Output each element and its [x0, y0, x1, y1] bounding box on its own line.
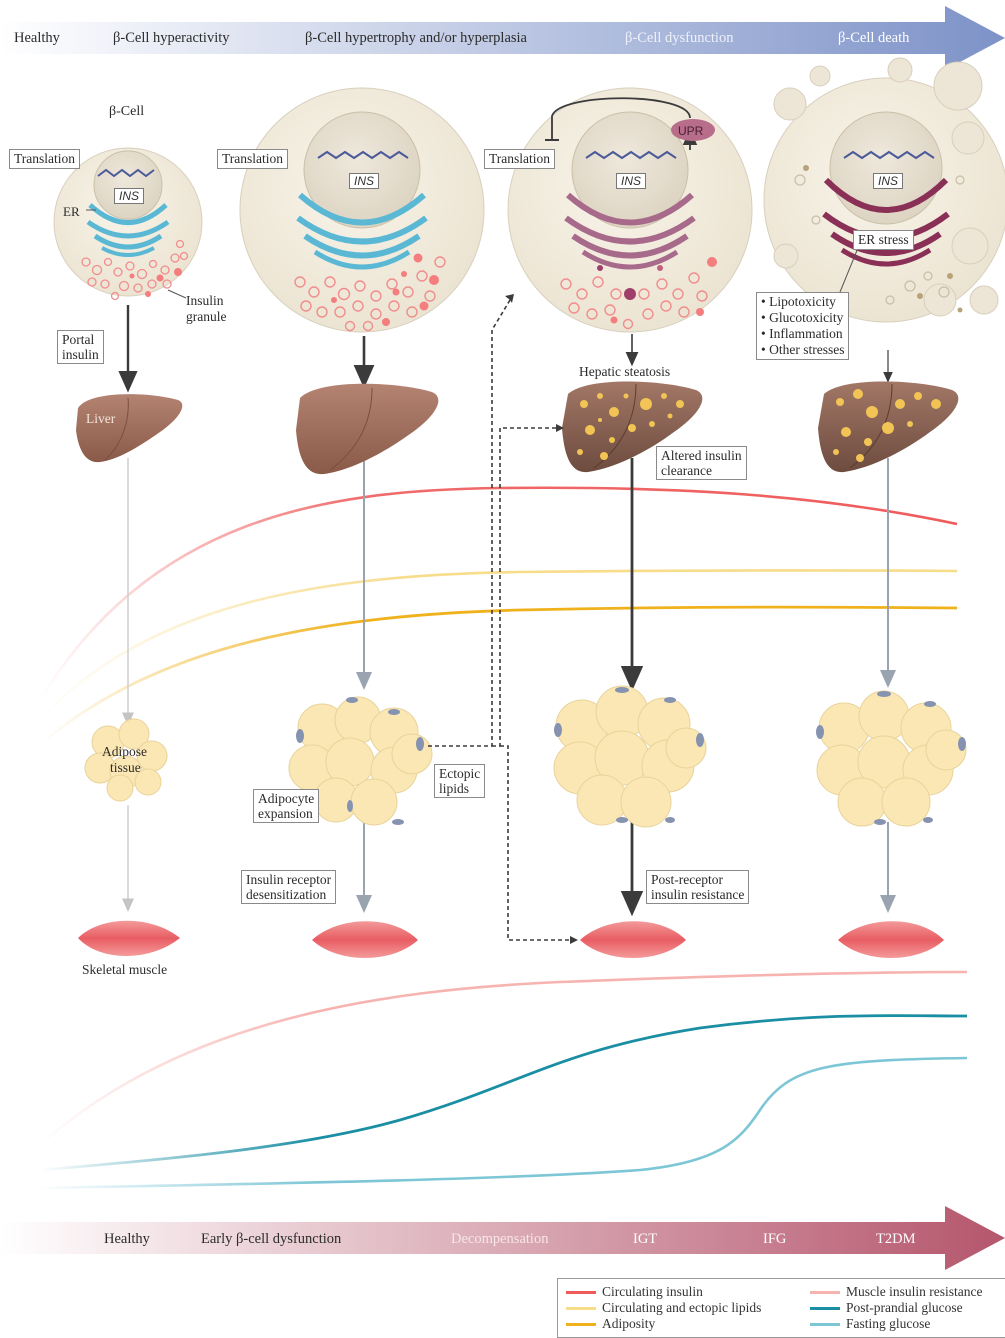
stresses-list: • Lipotoxicity • Glucotoxicity • Inflamm…: [756, 292, 849, 360]
skeletal-muscle-2: [312, 921, 418, 958]
upr-label: UPR: [678, 123, 703, 139]
legend-item-postprandial: Post-prandial glucose: [846, 1300, 963, 1315]
adipose-tissue-4: [817, 691, 966, 826]
liver-2: [296, 384, 438, 474]
adipocyte-expansion-line2: expansion: [258, 806, 314, 821]
legend-item-insulin: Circulating insulin: [602, 1284, 703, 1299]
portal-insulin-label: Portal insulin: [57, 330, 104, 364]
ins-gene-label-3: INS: [616, 173, 646, 189]
post-receptor-line1: Post-receptor: [651, 872, 744, 887]
portal-insulin-line2: insulin: [62, 347, 99, 362]
legend-swatch-muscle: [810, 1291, 840, 1294]
adipose-tissue-label-line1: Adipose: [102, 744, 147, 760]
adipose-tissue-3: [554, 686, 706, 827]
top-stage-hyperactivity: β-Cell hyperactivity: [113, 30, 230, 46]
legend: Circulating insulin Circulating and ecto…: [557, 1278, 1005, 1338]
ectopic-to-liver-path: [492, 428, 556, 746]
hepatic-steatosis-label: Hepatic steatosis: [579, 364, 670, 380]
ins-gene-label-1: INS: [114, 188, 144, 204]
ectopic-lipids-line2: lipids: [439, 781, 480, 796]
legend-item-adiposity: Adiposity: [602, 1316, 655, 1331]
curve-fasting-glucose: [40, 1058, 967, 1188]
portal-insulin-line1: Portal: [62, 332, 99, 347]
adipocyte-expansion-label: Adipocyte expansion: [253, 789, 319, 823]
top-stage-death: β-Cell death: [838, 30, 909, 46]
skeletal-muscle-4: [838, 921, 944, 958]
bottom-stage-ifg: IFG: [763, 1231, 786, 1247]
receptor-desensitization-label: Insulin receptor desensitization: [241, 870, 336, 904]
legend-swatch-insulin: [566, 1291, 596, 1294]
legend-swatch-postprandial: [810, 1307, 840, 1310]
legend-item-muscle: Muscle insulin resistance: [846, 1284, 982, 1299]
legend-swatch-fasting: [810, 1323, 840, 1326]
insulin-granule-label-line2: granule: [186, 309, 226, 325]
translation-label-3: Translation: [484, 149, 555, 169]
er-label: ER: [63, 204, 80, 220]
legend-item-fasting: Fasting glucose: [846, 1316, 930, 1331]
stress-item: • Other stresses: [761, 342, 844, 358]
beta-cell-death: [764, 58, 1005, 322]
liver-1: [76, 394, 182, 462]
altered-clearance-label: Altered insulin clearance: [656, 446, 747, 480]
ins-gene-label-4: INS: [873, 173, 903, 189]
beta-cell-hypertrophy: [240, 88, 484, 332]
curve-circulating-insulin: [40, 488, 957, 700]
stress-item: • Inflammation: [761, 326, 844, 342]
adipocyte-expansion-line1: Adipocyte: [258, 791, 314, 806]
ectopic-lipids-label: Ectopic lipids: [434, 764, 485, 798]
er-stress-label: ER stress: [853, 230, 914, 250]
bottom-stage-t2dm: T2DM: [876, 1231, 915, 1247]
stress-item: • Lipotoxicity: [761, 294, 844, 310]
skeletal-muscle-3: [580, 921, 686, 958]
top-stage-healthy: Healthy: [14, 30, 60, 46]
translation-label-2: Translation: [217, 149, 288, 169]
bottom-stage-healthy: Healthy: [104, 1231, 150, 1247]
receptor-desensitization-line1: Insulin receptor: [246, 872, 331, 887]
post-receptor-label: Post-receptor insulin resistance: [646, 870, 749, 904]
legend-item-lipids: Circulating and ectopic lipids: [602, 1300, 761, 1315]
top-stage-hypertrophy: β-Cell hypertrophy and/or hyperplasia: [305, 30, 527, 46]
legend-swatch-adiposity: [566, 1323, 596, 1326]
post-receptor-line2: insulin resistance: [651, 887, 744, 902]
ins-gene-label-2: INS: [349, 173, 379, 189]
curve-muscle-insulin-resistance: [40, 972, 967, 1145]
ectopic-lipids-line1: Ectopic: [439, 766, 480, 781]
altered-clearance-line1: Altered insulin: [661, 448, 742, 463]
curve-circulating-lipids: [40, 570, 957, 720]
insulin-granule-label-line1: Insulin: [186, 293, 224, 309]
beta-cell-label: β-Cell: [109, 104, 144, 120]
adipose-tissue-label-line2: tissue: [110, 760, 141, 776]
receptor-desensitization-line2: desensitization: [246, 887, 331, 902]
translation-label-1: Translation: [9, 149, 80, 169]
legend-swatch-lipids: [566, 1307, 596, 1310]
curve-postprandial-glucose: [40, 1016, 967, 1170]
skeletal-muscle-1: [78, 921, 180, 956]
bottom-stage-early: Early β-cell dysfunction: [201, 1231, 341, 1247]
bottom-stage-decompensation: Decompensation: [451, 1231, 548, 1247]
skeletal-muscle-label: Skeletal muscle: [82, 962, 167, 978]
stress-item: • Glucotoxicity: [761, 310, 844, 326]
ectopic-lipid-path: [428, 300, 510, 746]
liver-label: Liver: [86, 411, 115, 427]
altered-clearance-line2: clearance: [661, 463, 742, 478]
top-stage-dysfunction: β-Cell dysfunction: [625, 30, 733, 46]
bottom-stage-igt: IGT: [633, 1231, 657, 1247]
